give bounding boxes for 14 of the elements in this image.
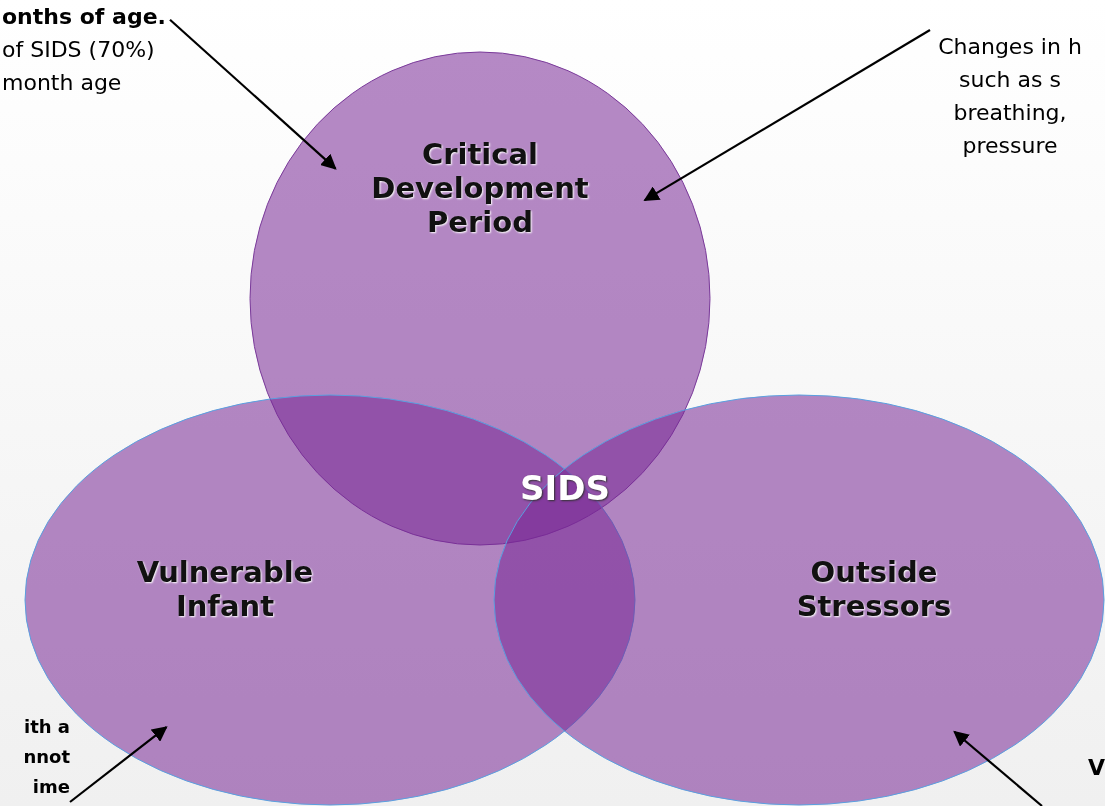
circle-title: Vulnerable Infant [135, 555, 315, 623]
note-text: Changes in h such as s breathing, pressure [937, 33, 1083, 160]
note-fragment: V [1088, 755, 1105, 780]
circle-title: Critical Development Period [370, 137, 590, 239]
circle-title: Outside Stressors [795, 555, 953, 623]
note-text: of SIDS (70%) month age [2, 36, 156, 97]
overlap-label: SIDS [505, 468, 625, 518]
leader-arrow [169, 19, 337, 170]
note-text: ith a nnot ime [22, 715, 70, 799]
note-heading: onths of age. [2, 3, 167, 31]
leader-arrow [69, 726, 168, 803]
venn-circle [494, 395, 1104, 805]
leader-arrow [953, 730, 1043, 806]
leader-arrow [643, 29, 931, 202]
